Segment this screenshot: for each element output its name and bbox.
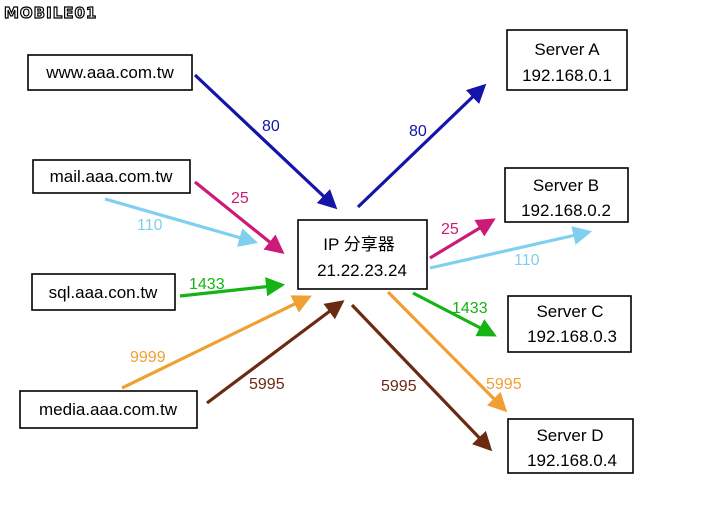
server-ip: 192.168.0.1 <box>522 66 612 85</box>
server-name: Server C <box>536 302 603 321</box>
arrow-router-to-server-b-pop <box>429 226 593 270</box>
port-label-server-c: 1433 <box>452 300 488 317</box>
port-label-mail-smtp: 25 <box>231 190 249 207</box>
server-name: Server D <box>536 426 603 445</box>
port-label-www: 80 <box>262 118 280 135</box>
server-d: Server D 192.168.0.4 <box>507 418 634 474</box>
server-ip: 192.168.0.3 <box>527 327 617 346</box>
mobile01-logo: MOBILE01 <box>3 3 97 22</box>
port-label-sql: 1433 <box>189 276 225 293</box>
svg-text:MOBILE01: MOBILE01 <box>4 4 97 22</box>
arrow-router-to-server-d-orange <box>386 290 508 413</box>
arrow-media-9999-to-router <box>121 295 312 390</box>
server-b: Server B 192.168.0.2 <box>504 167 629 223</box>
port-label-server-d-brown: 5995 <box>381 378 417 395</box>
server-name: Server A <box>534 40 600 59</box>
host-label: sql.aaa.con.tw <box>49 283 158 302</box>
server-ip: 192.168.0.2 <box>521 201 611 220</box>
host-label: mail.aaa.com.tw <box>50 167 174 186</box>
ip-sharer-router: IP 分享器 21.22.23.24 <box>297 219 428 290</box>
arrow-router-to-server-c <box>412 291 497 337</box>
arrow-router-to-server-a <box>356 83 487 209</box>
server-name: Server B <box>533 176 599 195</box>
server-a: Server A 192.168.0.1 <box>506 29 628 91</box>
host-label: www.aaa.com.tw <box>45 63 174 82</box>
host-mail: mail.aaa.com.tw <box>32 159 191 194</box>
host-label: media.aaa.com.tw <box>39 400 178 419</box>
arrow-www-to-router <box>193 73 338 210</box>
host-sql: sql.aaa.con.tw <box>31 273 176 311</box>
port-label-server-a: 80 <box>409 123 427 140</box>
router-ip: 21.22.23.24 <box>317 261 407 280</box>
arrow-media-5995-to-router <box>206 300 345 405</box>
host-www: www.aaa.com.tw <box>27 54 193 91</box>
router-title: IP 分享器 <box>323 235 394 254</box>
server-ip: 192.168.0.4 <box>527 451 617 470</box>
host-media: media.aaa.com.tw <box>19 390 198 429</box>
port-label-media-5995: 5995 <box>249 376 285 393</box>
arrow-router-to-server-b-smtp <box>429 218 496 260</box>
arrow-mail-pop-to-router <box>104 197 259 247</box>
arrow-mail-smtp-to-router <box>193 180 285 255</box>
port-label-server-b-pop: 110 <box>514 252 540 269</box>
port-label-server-b-smtp: 25 <box>441 221 459 238</box>
port-label-mail-pop: 110 <box>137 217 163 234</box>
port-label-server-d-orange: 5995 <box>486 376 522 393</box>
server-c: Server C 192.168.0.3 <box>507 295 632 353</box>
arrow-router-to-server-d-brown <box>350 303 493 452</box>
arrow-sql-to-router <box>179 277 286 298</box>
port-label-media-9999: 9999 <box>130 349 166 366</box>
